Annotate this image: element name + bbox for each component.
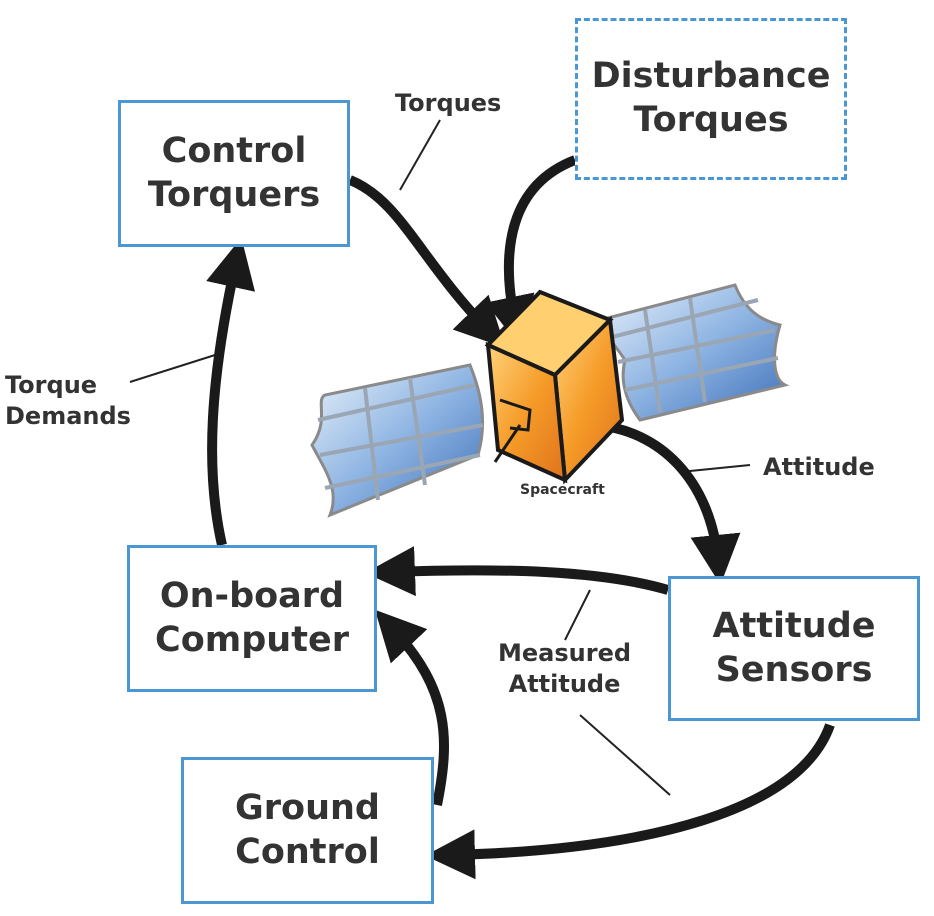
torque-demands-leader: [129, 354, 216, 383]
control-torquers-label: Control Torquers: [147, 130, 321, 215]
torques-leader: [399, 119, 441, 191]
attitude-sensors-box: Attitude Sensors: [668, 576, 920, 721]
left-solar-panel: [310, 363, 485, 518]
arrow-sensors-to-ground: [425, 723, 835, 880]
measured-attitude-edge-label: Measured Attitude: [498, 639, 632, 699]
onboard-computer-label: On-board Computer: [155, 575, 349, 660]
torque-demands-edge-label: Torque Demands: [5, 371, 131, 431]
control-torquers-box: Control Torquers: [118, 100, 350, 247]
attitude-sensors-label: Attitude Sensors: [712, 605, 876, 690]
spacecraft-illustration: [310, 283, 790, 518]
disturbance-torques-box: Disturbance Torques: [575, 18, 847, 180]
arrow-computer-to-torquers: [206, 237, 256, 547]
attitude-edge-label: Attitude: [763, 453, 875, 481]
arrow-torquers-to-spacecraft: [348, 175, 506, 348]
arrow-disturbance-to-spacecraft: [485, 155, 577, 347]
disturbance-torques-label: Disturbance Torques: [591, 56, 831, 140]
onboard-computer-box: On-board Computer: [127, 545, 377, 692]
ground-control-box: Ground Control: [181, 757, 434, 904]
measured-attitude-leader-bottom: [579, 714, 671, 796]
torques-edge-label: Torques: [395, 89, 502, 117]
arrow-sensors-to-computer: [365, 546, 670, 597]
spacecraft-body: [484, 289, 625, 485]
arrow-spacecraft-to-sensors: [594, 420, 741, 585]
right-solar-panel: [598, 283, 790, 422]
measured-attitude-leader-top: [564, 589, 591, 641]
arrow-ground-to-computer: [374, 609, 449, 806]
spacecraft-label: Spacecraft: [520, 482, 605, 498]
ground-control-label: Ground Control: [235, 787, 380, 872]
attitude-leader: [679, 464, 751, 473]
